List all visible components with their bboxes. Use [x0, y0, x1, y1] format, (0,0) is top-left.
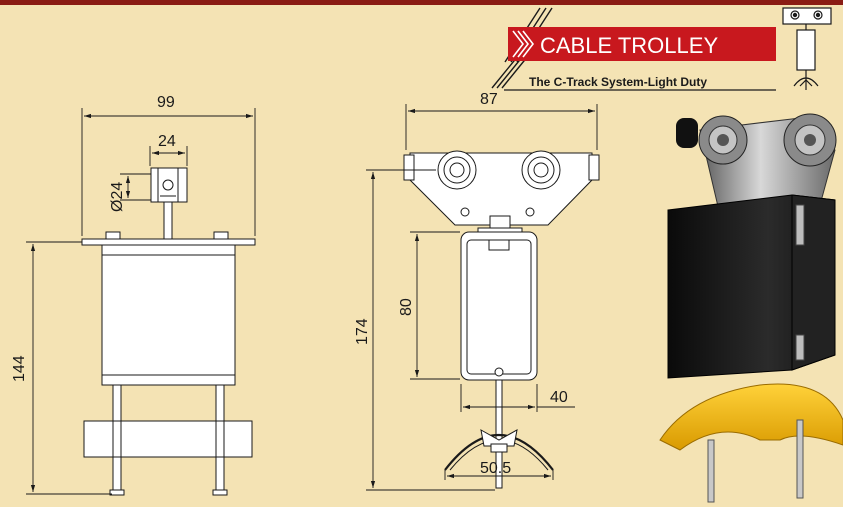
left-wheel	[437, 150, 477, 190]
side-view-dimensions	[26, 108, 256, 495]
title-banner	[508, 27, 776, 61]
front-view	[403, 150, 600, 489]
side-view	[81, 167, 256, 496]
trolley-icon	[782, 7, 832, 90]
subtitle-text: The C-Track System-Light Duty	[529, 75, 707, 89]
front-view-dimensions	[366, 104, 598, 491]
dim-height: 144	[11, 355, 28, 382]
dim-width-top: 99	[157, 94, 175, 111]
dim-bracket-width: 24	[158, 133, 176, 150]
dim-wheel-span: 87	[480, 91, 498, 108]
dim-total-height: 174	[354, 318, 371, 345]
right-wheel	[521, 150, 561, 190]
title-logo: CABLE TROLLEY The C-Track System-Light D…	[491, 7, 776, 91]
title-text: CABLE TROLLEY	[540, 33, 718, 58]
cable-trolley-photo	[659, 113, 843, 503]
dim-bolt-offset: 40	[550, 389, 568, 406]
dim-bolt-diameter: Ø24	[109, 182, 126, 212]
banner-chevrons	[512, 30, 535, 58]
dim-body-height: 80	[398, 298, 415, 316]
dim-clamp-width: 50.5	[480, 460, 511, 477]
header-bar	[0, 0, 843, 5]
